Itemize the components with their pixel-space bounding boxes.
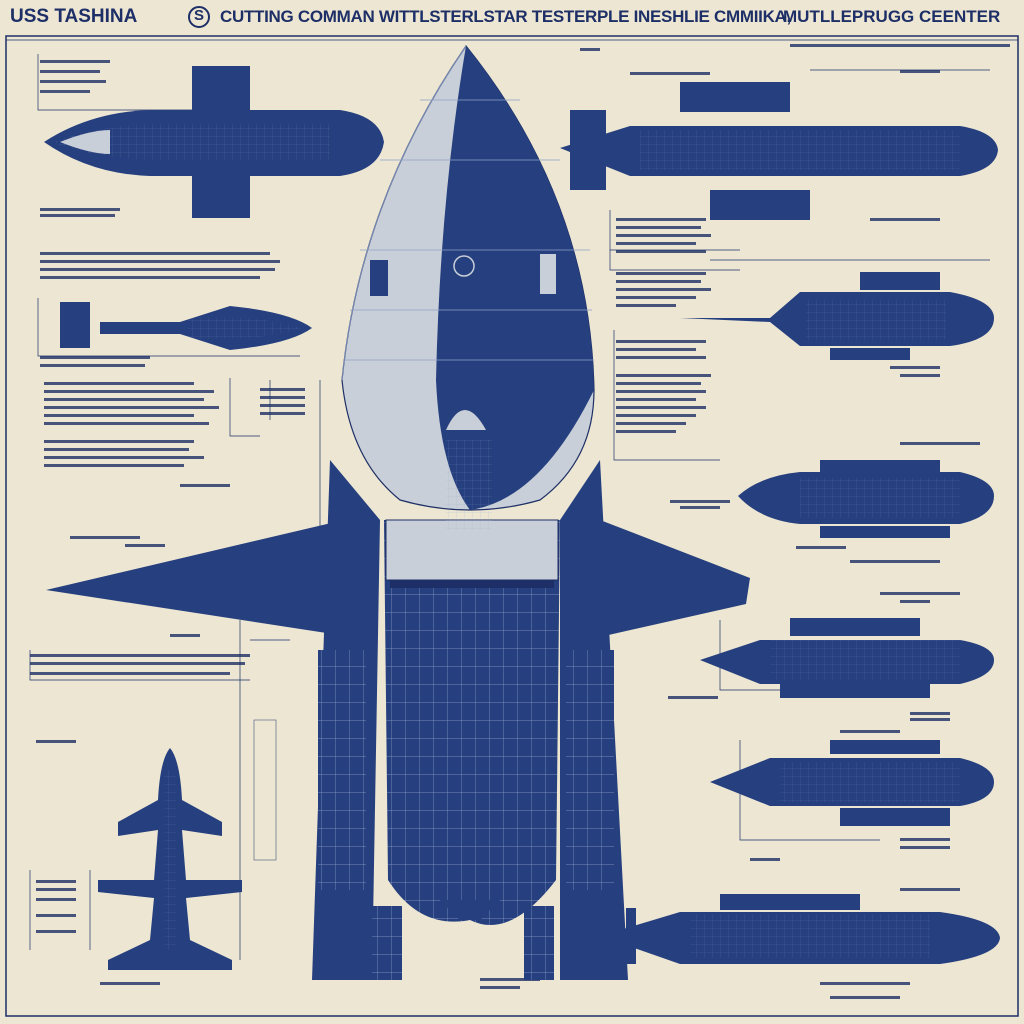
ship-side-view-top-left — [44, 66, 384, 218]
sheet-frame — [5, 35, 1019, 1017]
ship-side-view-right-4 — [700, 618, 994, 698]
ship-side-view-right-6 — [600, 894, 1000, 964]
starship-insignia-icon — [188, 6, 210, 28]
blueprint-title-right: MUTLLEPRUGG CEENTER — [783, 7, 1001, 26]
ship-side-view-right-1 — [560, 82, 998, 220]
ship-side-view-mid-left — [60, 302, 312, 350]
blueprint-title-middle: CUTTING COMMAN WITTLSTERLSTAR TESTERPLE … — [220, 7, 791, 26]
annotation-blocks — [30, 44, 1010, 999]
ship-top-view-bottom-left — [98, 748, 242, 970]
main-ship-top-view — [46, 44, 750, 980]
blueprint-title-left: USS TASHINA — [10, 6, 138, 27]
ship-side-view-right-2 — [680, 272, 994, 360]
ship-side-view-right-5 — [710, 740, 994, 826]
ship-side-view-right-3 — [738, 460, 994, 538]
